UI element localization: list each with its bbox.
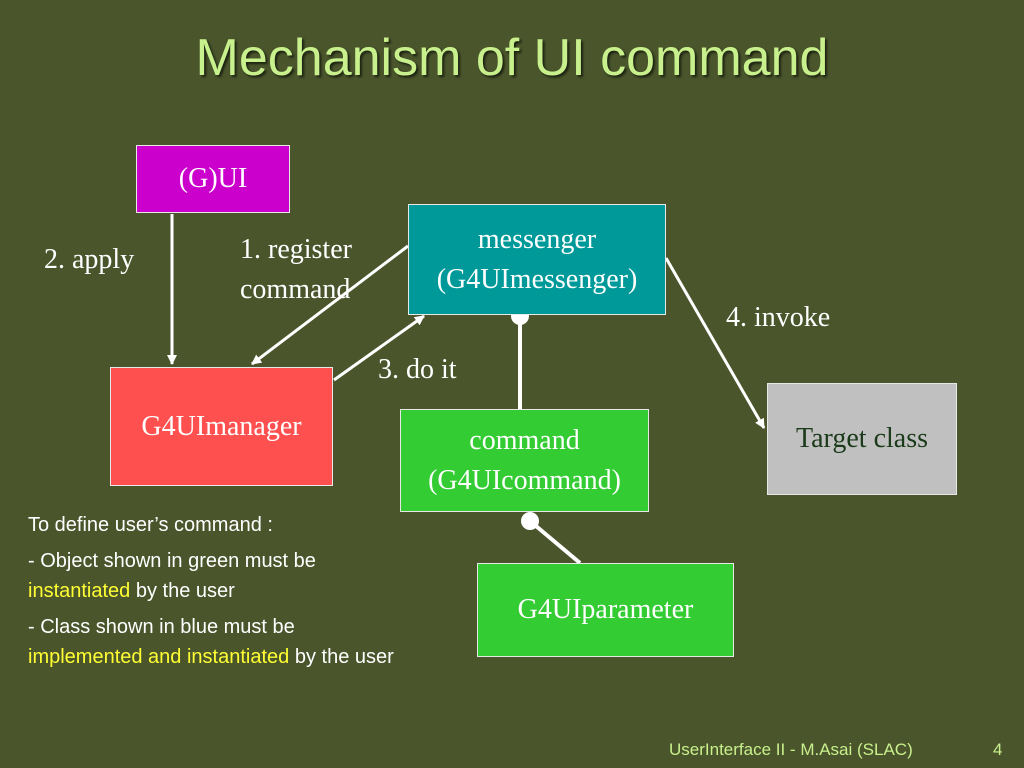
notes-item-green-text-start: - Object shown in green must be [28, 550, 316, 572]
notes-panel: To define user’s command : - Object show… [28, 510, 408, 678]
node-parameter-label: G4UIparameter [517, 594, 694, 625]
edge-label-apply: 2. apply [44, 244, 135, 275]
arrow-invoke [664, 257, 766, 429]
notes-item-blue-text-end: by the user [289, 646, 394, 668]
node-manager: G4UImanager [110, 367, 333, 486]
node-manager-label: G4UImanager [141, 410, 302, 442]
node-messenger-class: (G4UImessenger) [436, 263, 638, 295]
page-number: 4 [993, 740, 1003, 759]
notes-item-green-text-end: by the user [130, 580, 235, 602]
connector-command-parameter [528, 519, 582, 565]
node-gui: (G)UI [136, 145, 290, 213]
node-messenger-label: messenger [477, 223, 597, 255]
notes-item-green-highlight: instantiated [28, 580, 131, 602]
node-gui-label: (G)UI [178, 163, 248, 194]
edge-label-register-command: command [240, 274, 351, 305]
edge-label-invoke: 4. invoke [726, 302, 831, 333]
node-command-class: (G4UIcommand) [428, 464, 621, 496]
footer-text: UserInterface II - M.Asai (SLAC) [669, 740, 913, 759]
notes-item-green: - Object shown in green must be instanti… [28, 546, 408, 606]
notes-item-blue: - Class shown in blue must be implemente… [28, 612, 408, 672]
node-parameter: G4UIparameter [477, 563, 734, 657]
node-command: command (G4UIcommand) [400, 409, 649, 512]
arrow-register-command [251, 244, 409, 366]
arrow-do-it [333, 314, 425, 382]
node-target-label: Target class [795, 423, 929, 454]
notes-item-blue-text-start: - Class shown in blue must be [28, 616, 295, 638]
edge-label-do-it: 3. do it [378, 354, 457, 385]
edge-label-register: 1. register [240, 234, 352, 265]
slide-title: Mechanism of UI command [195, 29, 829, 87]
node-messenger: messenger (G4UImessenger) [408, 204, 666, 315]
connector-dot-command [521, 512, 539, 530]
node-target: Target class [767, 383, 957, 495]
notes-item-blue-highlight: implemented and instantiated [28, 646, 290, 668]
node-command-label: command [469, 424, 580, 456]
notes-heading: To define user’s command : [28, 514, 273, 536]
